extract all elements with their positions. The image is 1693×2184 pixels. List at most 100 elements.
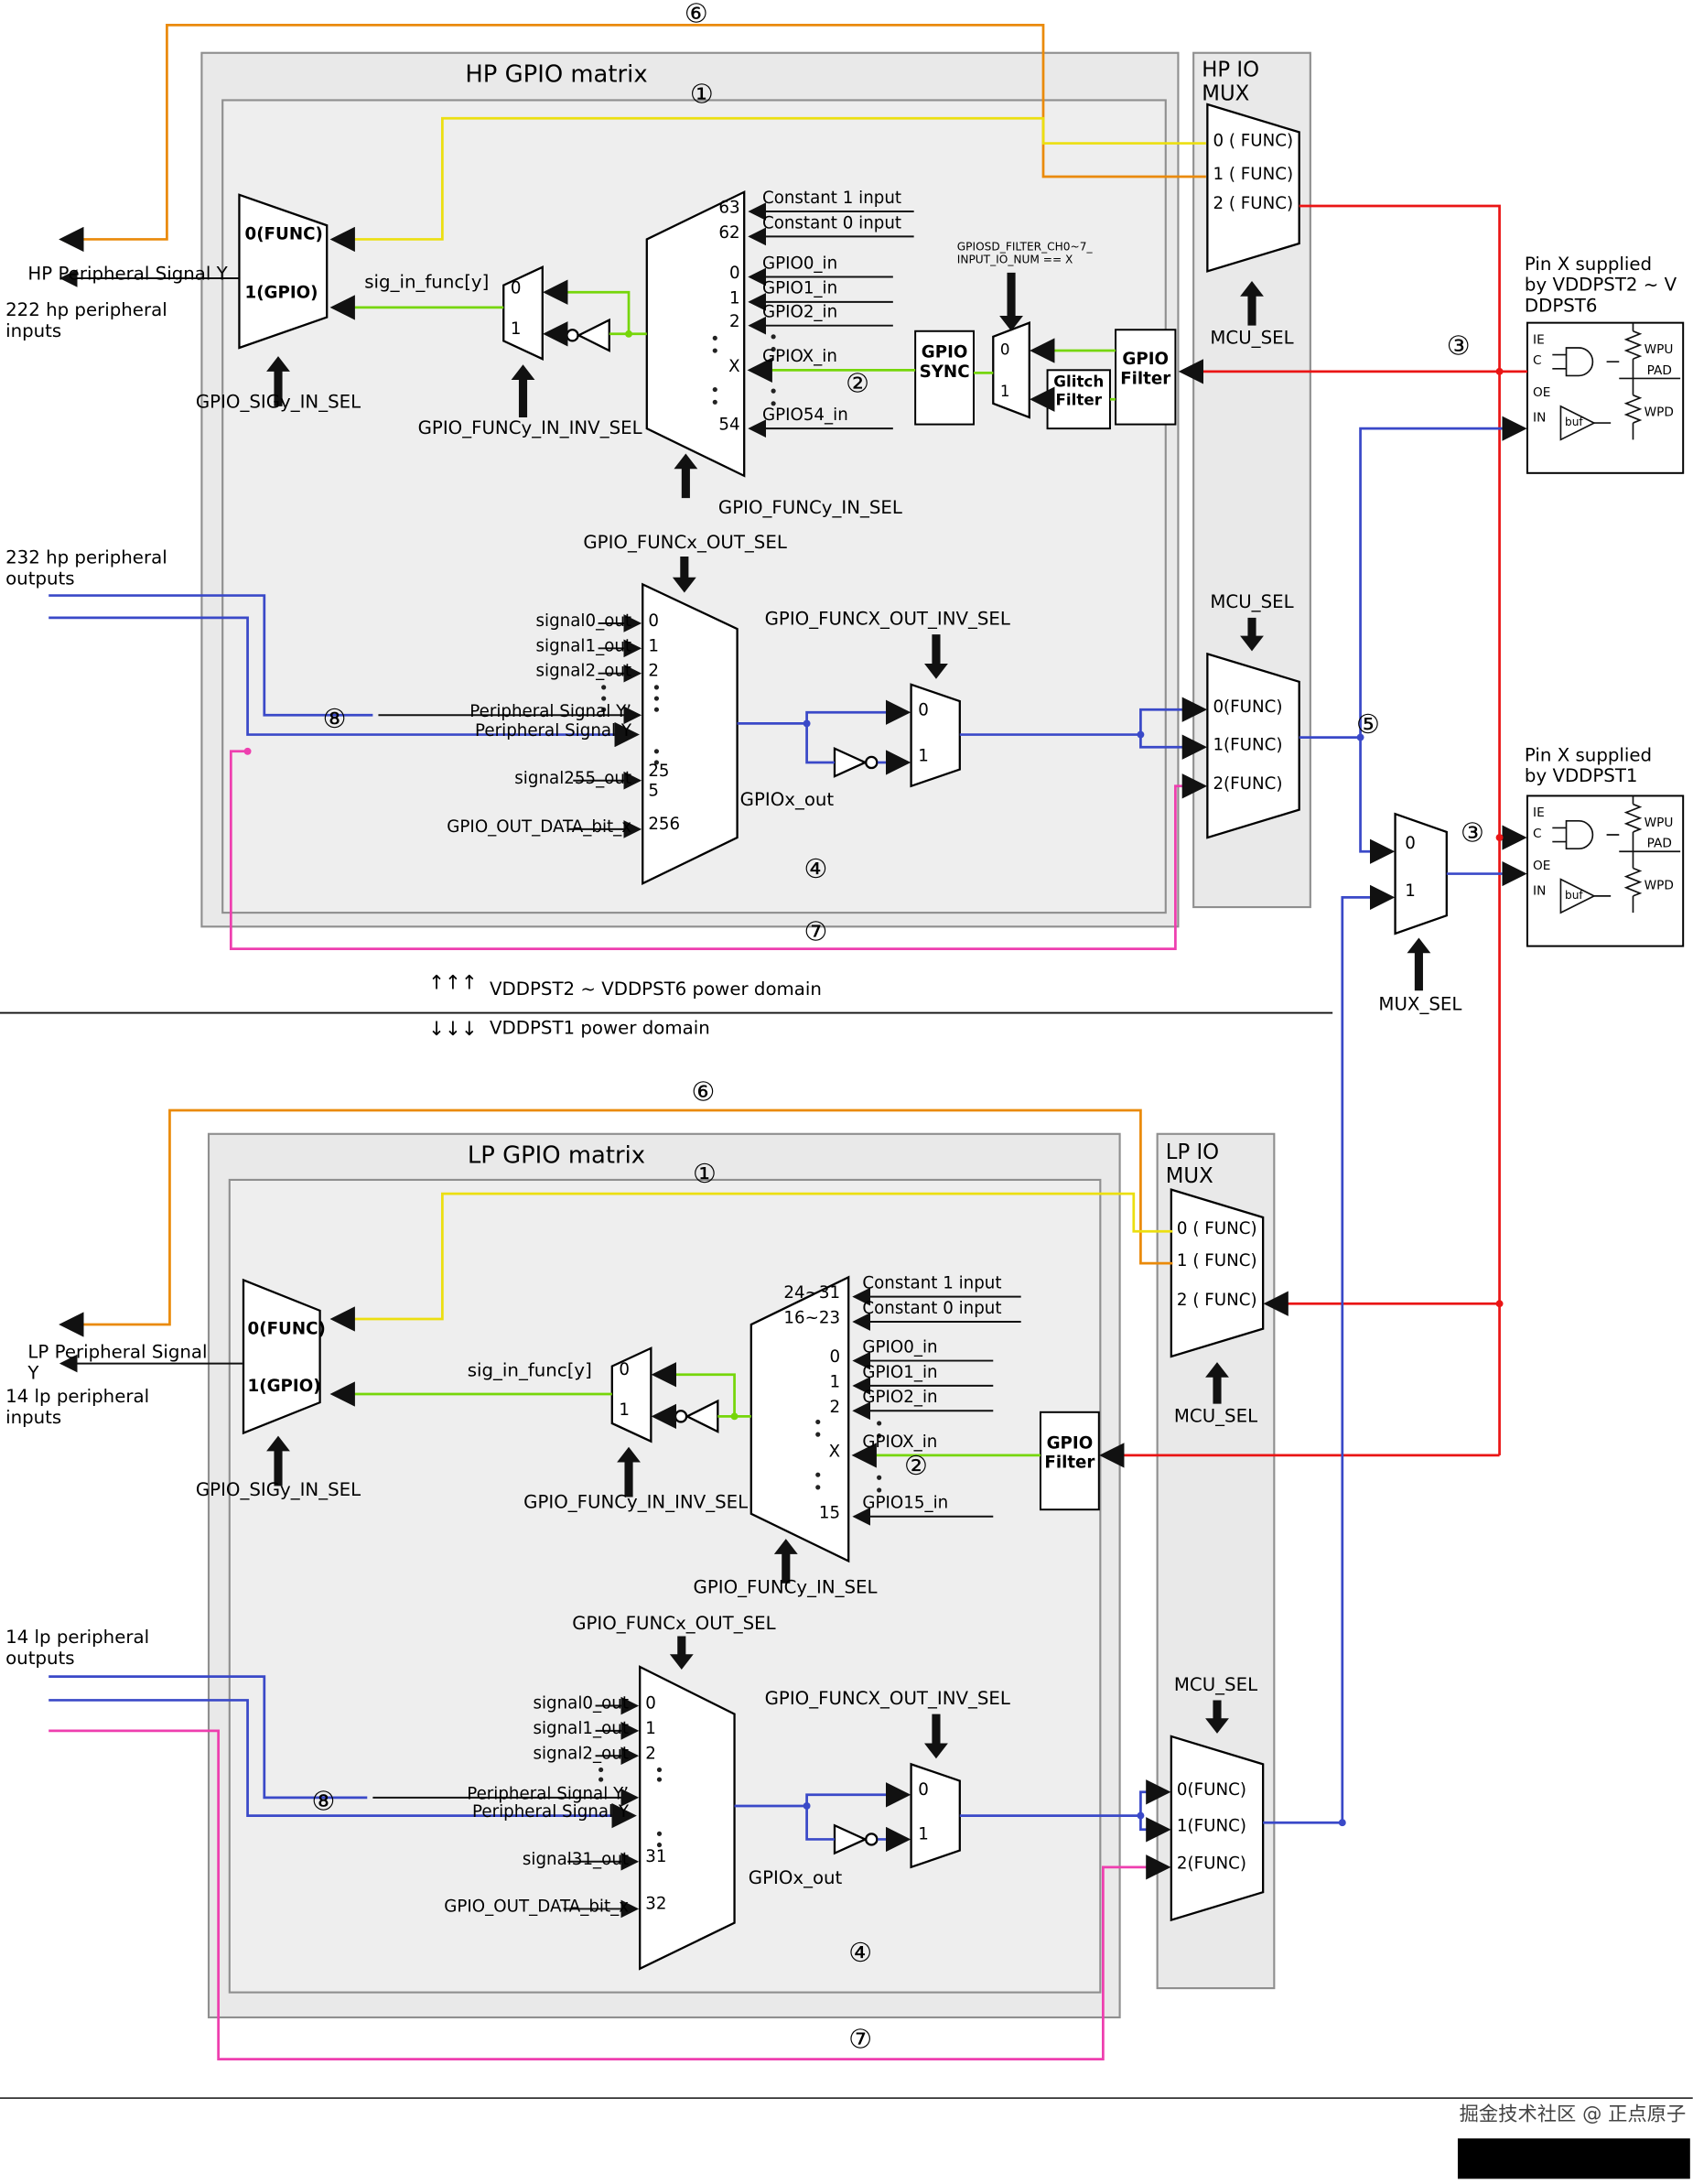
lp-out-mux-input: signal31_out [522, 1849, 630, 1869]
hp-inv-mux-sel-label: GPIO_FUNCy_IN_INV_SEL [417, 418, 642, 440]
pin-lp-pad-label: PAD [1646, 838, 1672, 852]
hp-input-mux-shape [645, 189, 746, 478]
hp-out-mux-input: GPIO_OUT_DATA_bit_x [447, 816, 632, 837]
hp-inv-mux-shape [502, 265, 544, 361]
hp-in-mux-input: Constant 0 input [761, 212, 902, 232]
pin-hp-gate-icon [1565, 347, 1594, 377]
blue-wires [49, 416, 1527, 1853]
hp-peripheral-inputs-label: 222 hp peripheral inputs [5, 300, 167, 342]
lp-out-sel-arrow-icon [669, 1636, 694, 1670]
lp-out-mux-input: signal0_out [533, 1692, 630, 1714]
hp-out-inv-sel-label: GPIO_FUNCX_OUT_INV_SEL [764, 609, 1010, 631]
hp-in-inverter-icon [576, 318, 610, 352]
hp-out-inv-mux-row0: 0 [918, 699, 929, 719]
lp-iomux-out-mcu-sel-arrow-icon [1205, 1700, 1229, 1734]
lp-iomux-title: LP IO MUX [1165, 1139, 1220, 1189]
lp-iomux-out-row: 0(FUNC) [1176, 1779, 1246, 1800]
circled-4-lp: ④ [848, 1938, 873, 1969]
lp-out-mux-input: Peripheral Signal Y’ [467, 1783, 630, 1803]
hp-out-inv-sel-arrow-icon [924, 634, 948, 679]
hp-sig-mux-sel-label: GPIO_SIGy_IN_SEL [195, 392, 361, 414]
hp-in-mux-input: GPIO2_in [761, 301, 838, 322]
red-wires [1099, 204, 1527, 1468]
hp-out-inv-mux-shape [910, 683, 961, 788]
circled-5: ⑤ [1356, 709, 1380, 741]
pin-lp-wpu-label: WPU [1644, 816, 1674, 831]
pink-wires [49, 750, 1208, 2060]
hp-inv-mux-sel-arrow-icon [511, 364, 535, 417]
footer-credit: 掘金技术社区 @ 正点原子 [1459, 2103, 1687, 2126]
hp-in-mux-row: 63 [718, 197, 740, 218]
hp-out-mux-input: signal1_out [535, 635, 632, 655]
circled-2-hp: ② [846, 368, 870, 400]
hp-iomux-out-row: 1(FUNC) [1213, 734, 1283, 754]
hp-iomux-out-shape [1206, 652, 1300, 839]
pin-lp-c-label: C [1533, 827, 1542, 842]
mux-shapes [238, 103, 1448, 1971]
circled-2-lp: ② [904, 1451, 928, 1482]
lp-in-mux-row: X [828, 1441, 841, 1461]
select-arrows [266, 272, 1431, 1759]
lp-in-mux-sel-label: GPIO_FUNCy_IN_SEL [693, 1577, 878, 1599]
hp-iomux-mcu-sel-arrow-icon [1240, 281, 1264, 326]
lp-sig-mux-row1: 1(GPIO) [247, 1376, 321, 1396]
circled-7-lp: ⑦ [848, 2024, 873, 2056]
lp-out-inv-mux-shape [910, 1762, 961, 1869]
hp-gpio-filter-label: GPIO Filter [1120, 349, 1171, 388]
lp-in-mux-input: GPIO15_in [862, 1492, 949, 1513]
lp-sig-mux-shape [242, 1278, 321, 1435]
lp-iomux-in-row: 2 ( FUNC) [1176, 1290, 1257, 1310]
lp-in-mux-row: 2 [829, 1397, 841, 1417]
pin-hp-wpd-resistor-icon [1623, 394, 1643, 424]
lp-out-inv-sel-label: GPIO_FUNCX_OUT_INV_SEL [764, 1689, 1010, 1711]
circled-4-hp: ④ [803, 854, 828, 885]
lp-sig-mux-row0: 0(FUNC) [247, 1318, 326, 1339]
pin-hp-ie-label: IE [1533, 333, 1545, 348]
pin-lp-buf-label: buf [1565, 889, 1583, 902]
power-lp-domain-label: VDDPST1 power domain [490, 1018, 710, 1040]
pin-hp-buf-label: buf [1565, 416, 1583, 429]
pin-lp-wpd-label: WPD [1644, 879, 1674, 893]
lp-sig-mux-sel-arrow-icon [266, 1435, 290, 1487]
lp-out-mux-input: GPIO_OUT_DATA_bit_x [444, 1896, 630, 1917]
hp-sd-filter-arrow-icon [999, 272, 1023, 331]
pin-lp-gate-icon [1565, 819, 1594, 850]
lp-out-inv-mux-row0: 0 [918, 1779, 929, 1800]
hp-in-inverter-bubble-icon [566, 329, 579, 342]
lp-peripheral-outputs-label: 14 lp peripheral outputs [5, 1627, 150, 1670]
pin-hp-wpd-label: WPD [1644, 405, 1674, 421]
lp-gpiox-out-label: GPIOx_out [748, 1868, 843, 1890]
lp-inv-mux-shape [610, 1346, 652, 1443]
lp-iomux-out-row: 1(FUNC) [1176, 1815, 1246, 1835]
pin-lp-wpd-resistor-icon [1623, 867, 1643, 897]
function-boxes [914, 321, 1685, 1511]
hp-in-mux-input: GPIO0_in [761, 253, 838, 273]
lp-in-mux-input: Constant 0 input [862, 1298, 1002, 1318]
ellipsis-dots [598, 334, 882, 1848]
hp-in-mux-row: 0 [729, 263, 740, 283]
hp-sig-mux-sel-arrow-icon [266, 356, 290, 406]
lp-peripheral-inputs-label: 14 lp peripheral inputs [5, 1387, 150, 1429]
lp-iomux-in-shape [1170, 1188, 1265, 1358]
pin-mux-row0: 0 [1405, 833, 1416, 853]
hp-iomux-mcu-sel-label: MCU_SEL [1210, 328, 1294, 350]
lp-in-mux-row: 24~31 [783, 1282, 841, 1303]
circled-1-hp: ① [689, 79, 714, 111]
hp-in-mux-sel-label: GPIO_FUNCy_IN_SEL [717, 498, 902, 519]
lp-in-mux-input: GPIO1_in [862, 1362, 938, 1382]
hp-gpiox-out-label: GPIOx_out [739, 790, 835, 812]
circled-6-top: ⑥ [684, 0, 708, 29]
lp-out-sel-label: GPIO_FUNCx_OUT_SEL [572, 1614, 776, 1635]
hp-out-sel-arrow-icon [672, 557, 696, 593]
hp-in-mux-row: 54 [718, 414, 740, 435]
lp-out-inverter-bubble-icon [865, 1833, 879, 1846]
hp-out-mux-row: 2 [648, 661, 659, 681]
hp-sig-mux-row1: 1(GPIO) [244, 282, 318, 302]
hp-peripheral-signal-label: HP Peripheral Signal Y [27, 264, 228, 286]
lp-iomux-in-row: 1 ( FUNC) [1176, 1250, 1257, 1270]
lp-in-mux-row: 16~23 [783, 1307, 841, 1328]
pin-mux-sel-arrow-icon [1407, 937, 1431, 991]
hp-sync-mux-row0: 0 [999, 341, 1010, 360]
hp-gpio-sync-label: GPIO SYNC [919, 341, 970, 381]
